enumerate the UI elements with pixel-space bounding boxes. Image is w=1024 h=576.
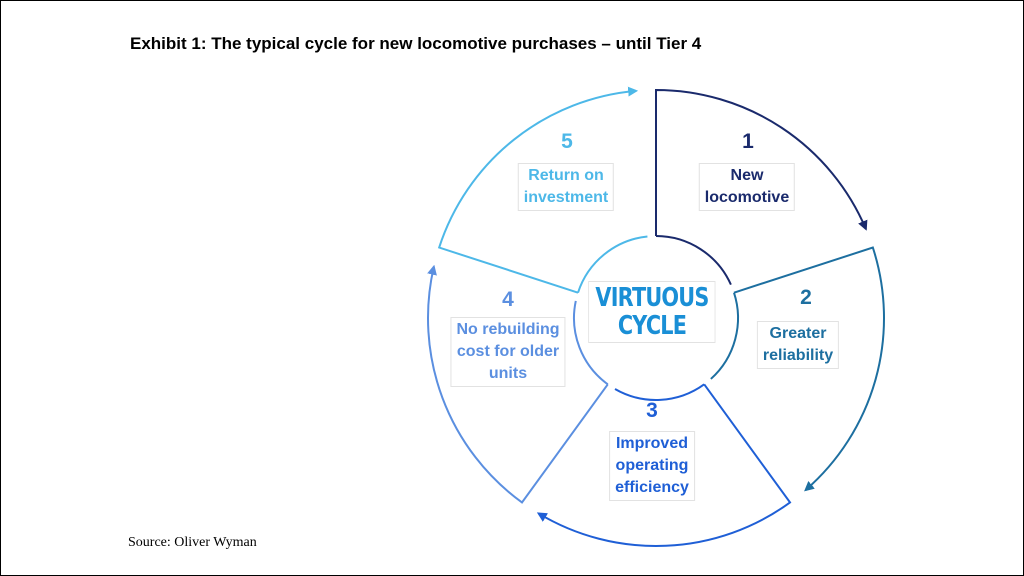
cycle-segment-3 xyxy=(536,383,792,547)
label-line: No rebuilding xyxy=(456,321,560,338)
cycle-segment-1 xyxy=(655,88,868,286)
label-line: locomotive xyxy=(704,189,790,206)
label-line: units xyxy=(488,365,528,382)
label-line: New xyxy=(730,167,764,184)
segment-arrow xyxy=(437,86,639,294)
step-3-label: Improved operating efficiency xyxy=(609,431,695,501)
step-2-label: Greater reliability xyxy=(756,321,840,369)
label-line: efficiency xyxy=(615,479,689,496)
step-3-number: 3 xyxy=(646,399,658,422)
segment-arrow xyxy=(655,88,868,236)
step-4-label: No rebuilding cost for older units xyxy=(450,317,566,387)
step-5-number: 5 xyxy=(561,130,573,153)
segment-inner-arc xyxy=(614,383,705,401)
label-line: Improved xyxy=(615,435,688,452)
step-1-label: New locomotive xyxy=(698,163,796,211)
exhibit-title: Exhibit 1: The typical cycle for new loc… xyxy=(130,34,702,53)
label-line: operating xyxy=(615,457,689,474)
segment-arrow xyxy=(536,383,792,547)
step-1-number: 1 xyxy=(742,130,754,153)
step-5-label: Return on investment xyxy=(517,163,615,211)
step-4-number: 4 xyxy=(502,288,514,311)
label-line: cost for older xyxy=(456,343,560,360)
center-line-1: VIRTUOUS xyxy=(595,283,709,313)
label-line: investment xyxy=(523,189,609,206)
center-line-2: CYCLE xyxy=(617,311,687,341)
segment-inner-arc xyxy=(710,292,739,380)
label-line: reliability xyxy=(762,347,834,364)
label-line: Greater xyxy=(769,325,827,342)
cycle-segment-2 xyxy=(710,246,885,492)
source-note: Source: Oliver Wyman xyxy=(128,535,257,550)
step-2-number: 2 xyxy=(800,286,812,309)
segment-inner-arc xyxy=(655,235,732,286)
center-label: VIRTUOUS CYCLE xyxy=(588,281,716,343)
label-line: Return on xyxy=(528,167,604,184)
cycle-segment-5 xyxy=(437,86,648,294)
segment-inner-arc xyxy=(577,235,648,293)
cycle-segment-4 xyxy=(427,264,609,504)
segment-arrow xyxy=(427,264,609,504)
segment-inner-arc xyxy=(573,300,609,386)
segment-arrow xyxy=(733,246,885,492)
